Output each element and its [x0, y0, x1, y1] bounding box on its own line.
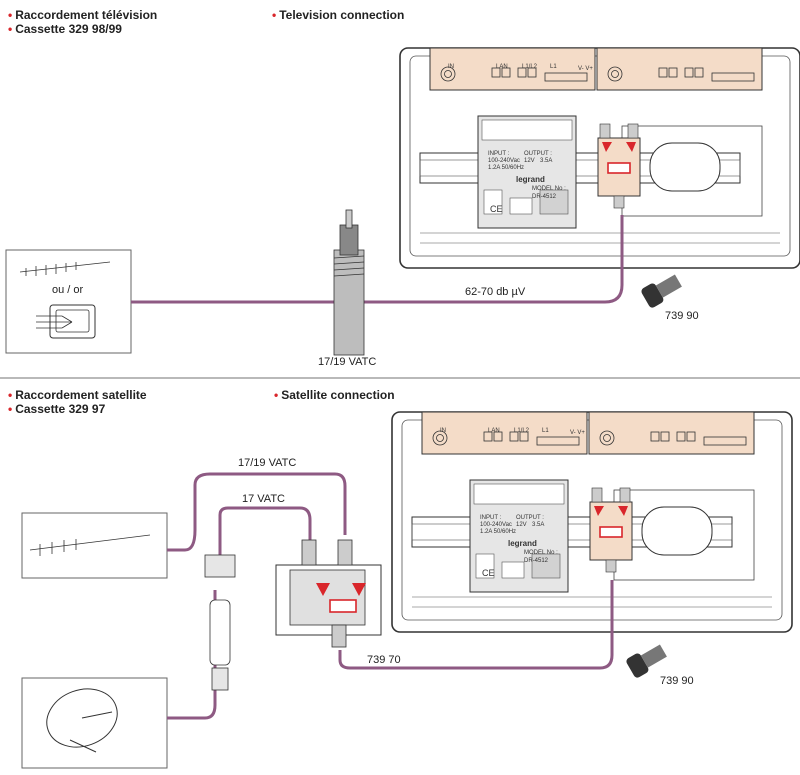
psu-input-v-top: 100-240Vac — [488, 158, 520, 164]
coax-cable — [333, 209, 365, 356]
cable-type-label: 17/19 VATC — [318, 356, 377, 368]
port-v-bottom: V- V+ — [570, 430, 585, 436]
heading-sat-fr-line1: •Raccordement satellite — [8, 388, 147, 402]
heading-tv-fr: •Raccordement télévision •Cassette 329 9… — [8, 8, 157, 36]
signal-level-label: 62-70 db µV — [465, 286, 526, 298]
psu-ce-top: CE — [490, 204, 503, 214]
cable-splitter-out — [338, 580, 614, 670]
splitter-ref-label: 739 70 — [367, 654, 401, 666]
psu-input-a-top: 1.2A 50/60Hz — [488, 165, 524, 171]
cable-17-19-vatc-label: 17/19 VATC — [238, 457, 297, 469]
cable-17-vatc — [218, 506, 312, 555]
antenna-box-top — [5, 249, 132, 354]
port-in-top: IN — [448, 64, 454, 70]
psu-output-bottom: OUTPUT : — [516, 515, 544, 521]
satellite-dish-box — [21, 677, 168, 769]
psu-input-top: INPUT : — [488, 151, 510, 157]
port-lan-bottom: LAN — [488, 428, 500, 434]
psu-model-bottom: DR-4512 — [524, 558, 549, 564]
heading-tv-fr-line1: •Raccordement télévision — [8, 8, 158, 22]
port-l1l2-top: L1/L2 — [522, 64, 538, 70]
psu-brand-top: legrand — [516, 175, 545, 184]
psu-output-a-top: 3.5A — [540, 158, 552, 164]
terminator-739-90-top — [641, 274, 682, 308]
psu-model-label-bottom: MODEL No : — [524, 550, 558, 556]
port-l1-bottom: L1 — [542, 428, 549, 434]
splitter-739-70 — [275, 539, 382, 648]
psu-output-top: OUTPUT : — [524, 151, 552, 157]
psu-input-bottom: INPUT : — [480, 515, 502, 521]
psu-input-a-bottom: 1.2A 50/60Hz — [480, 529, 516, 535]
heading-tv-fr-line2: •Cassette 329 98/99 — [8, 22, 122, 36]
psu-output-a-bottom: 3.5A — [532, 522, 544, 528]
cable-top — [131, 215, 624, 304]
psu-output-v-bottom: 12V — [516, 522, 527, 528]
cable-17-vatc-label: 17 VATC — [242, 493, 285, 505]
port-l1-top: L1 — [550, 64, 557, 70]
psu-ce-bottom: CE — [482, 568, 495, 578]
terminator-739-90-bottom — [626, 644, 667, 678]
psu-output-v-top: 12V — [524, 158, 535, 164]
terminator-ref-bottom: 739 90 — [660, 675, 694, 687]
enclosure-bottom — [391, 411, 793, 633]
psu-brand-bottom: legrand — [508, 539, 537, 548]
psu-model-top: DR-4512 — [532, 194, 557, 200]
heading-sat-fr: •Raccordement satellite •Cassette 329 97 — [8, 388, 147, 416]
cable-17-19-vatc — [167, 472, 347, 552]
psu-input-v-bottom: 100-240Vac — [480, 522, 512, 528]
heading-sat-en: •Satellite connection — [274, 388, 395, 402]
port-lan-top: LAN — [496, 64, 508, 70]
psu-model-label-top: MODEL No : — [532, 186, 566, 192]
heading-sat-fr-line2: •Cassette 329 97 — [8, 402, 106, 416]
terminator-ref-top: 739 90 — [665, 310, 699, 322]
antenna-or-label: ou / or — [52, 284, 84, 296]
port-in-bottom: IN — [440, 428, 446, 434]
port-v-top: V- V+ — [578, 66, 593, 72]
enclosure-top — [399, 47, 800, 269]
port-l1l2-bottom: L1/L2 — [514, 428, 530, 434]
cable-dish — [167, 590, 217, 720]
antenna-box-bottom — [21, 512, 168, 579]
filter-component — [204, 554, 236, 691]
heading-tv-en: •Television connection — [272, 8, 405, 22]
